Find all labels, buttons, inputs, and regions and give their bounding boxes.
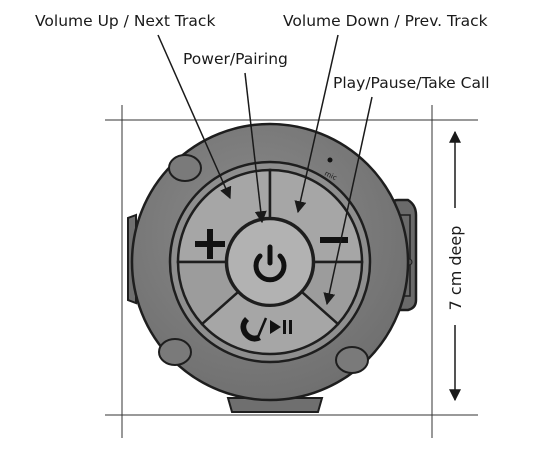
corner-bump-top-left [168, 154, 202, 182]
callout-arrow-volume-down [294, 34, 339, 214]
callout-arrow-play-pause [323, 96, 373, 306]
corner-bump-bottom-right [335, 346, 369, 374]
callout-arrow-power [244, 72, 267, 224]
plus-icon [195, 229, 225, 259]
dimension-frame [105, 105, 478, 438]
headset-device: mic [127, 122, 418, 413]
label-volume-down: Volume Down / Prev. Track [283, 12, 488, 30]
label-power: Power/Pairing [183, 50, 288, 68]
label-volume-up: Volume Up / Next Track [35, 12, 215, 30]
phone-play-pause-icon [240, 317, 292, 342]
power-icon [253, 244, 287, 283]
depth-label: 7 cm deep [446, 226, 465, 311]
corner-bump-bottom-left [158, 338, 192, 366]
label-play-pause: Play/Pause/Take Call [333, 74, 490, 92]
mic-dot [327, 157, 333, 163]
callout-arrow-volume-up [157, 34, 232, 200]
